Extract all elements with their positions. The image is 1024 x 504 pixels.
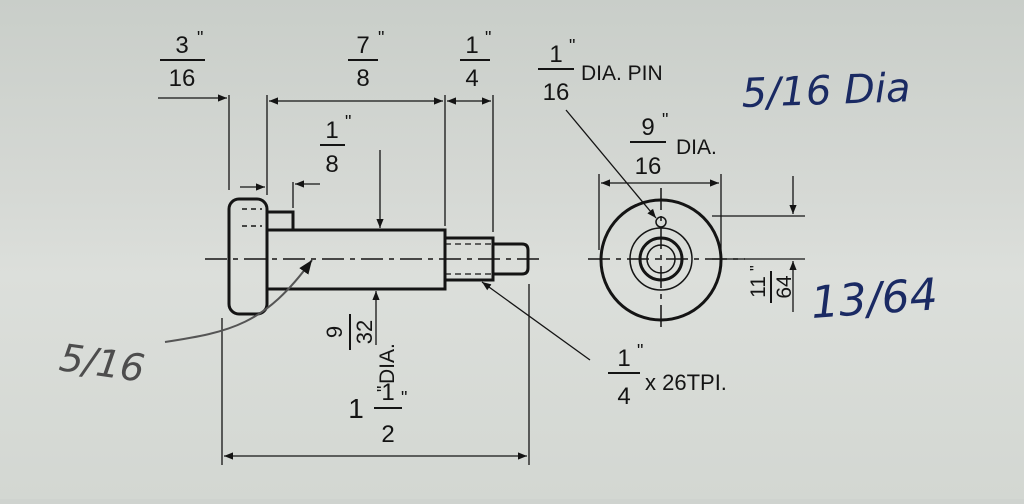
dim-num: 1: [465, 32, 478, 59]
dim-num: 1: [549, 41, 562, 68]
dim-label: DIA.: [376, 343, 399, 384]
dim-den: 32: [352, 320, 377, 344]
dim-den: 16: [169, 65, 196, 92]
dim-pin-offset: 11 " 64: [747, 265, 796, 303]
dim-den: 2: [381, 421, 394, 448]
dim-num: 9: [641, 114, 654, 141]
dim-thread-spec: 1 " 4 x 26TPI.: [608, 341, 727, 410]
dim-den: 16: [543, 79, 570, 106]
dim-unit: ": [748, 265, 765, 271]
dim-unit: ": [345, 112, 351, 132]
dim-unit: ": [401, 388, 407, 408]
dim-den: 16: [635, 153, 662, 180]
handwritten-pin-dia: 5/16 Dia: [741, 65, 911, 117]
dim-den: 4: [617, 383, 630, 410]
dim-den: 4: [465, 65, 478, 92]
dim-overall-length: 1 1 " 2: [348, 379, 407, 448]
dim-unit: ": [662, 110, 668, 130]
dim-flange-thickness: 3 " 16: [160, 28, 205, 92]
dim-num: 9: [322, 326, 347, 338]
dim-num: 1: [617, 345, 630, 372]
dim-whole: 1: [348, 393, 364, 424]
dim-head-dia: 9 " 16 DIA.: [630, 110, 717, 180]
dim-num: 3: [175, 32, 188, 59]
dim-pin-dia: 1 " 16 DIA. PIN: [538, 36, 663, 106]
dim-unit: ": [485, 28, 491, 48]
dim-thread-length: 1 " 4: [460, 28, 491, 92]
dim-num: 1: [381, 379, 394, 406]
dim-den: 8: [356, 65, 369, 92]
dim-label: x 26TPI.: [645, 370, 727, 395]
dim-unit: ": [197, 28, 203, 48]
dim-label: DIA. PIN: [581, 62, 663, 85]
dim-num: 7: [356, 32, 369, 59]
side-view: [158, 94, 591, 465]
dim-collar-length: 1 " 8: [320, 112, 351, 178]
dim-label: DIA.: [676, 136, 717, 159]
end-view: [565, 109, 805, 330]
handwritten-head: 5/16: [57, 335, 148, 390]
dim-num: 1: [325, 117, 338, 144]
dim-num: 11: [747, 276, 770, 298]
dim-shank-dia: 9 32 " DIA.: [322, 314, 399, 392]
handwritten-offset: 13/64: [809, 269, 939, 329]
dim-unit: ": [374, 386, 394, 392]
dim-den: 64: [773, 275, 796, 299]
dim-unit: ": [637, 341, 643, 361]
dim-shank-length: 7 " 8: [348, 28, 384, 92]
dim-unit: ": [378, 28, 384, 48]
dim-den: 8: [325, 151, 338, 178]
dim-unit: ": [569, 36, 575, 56]
